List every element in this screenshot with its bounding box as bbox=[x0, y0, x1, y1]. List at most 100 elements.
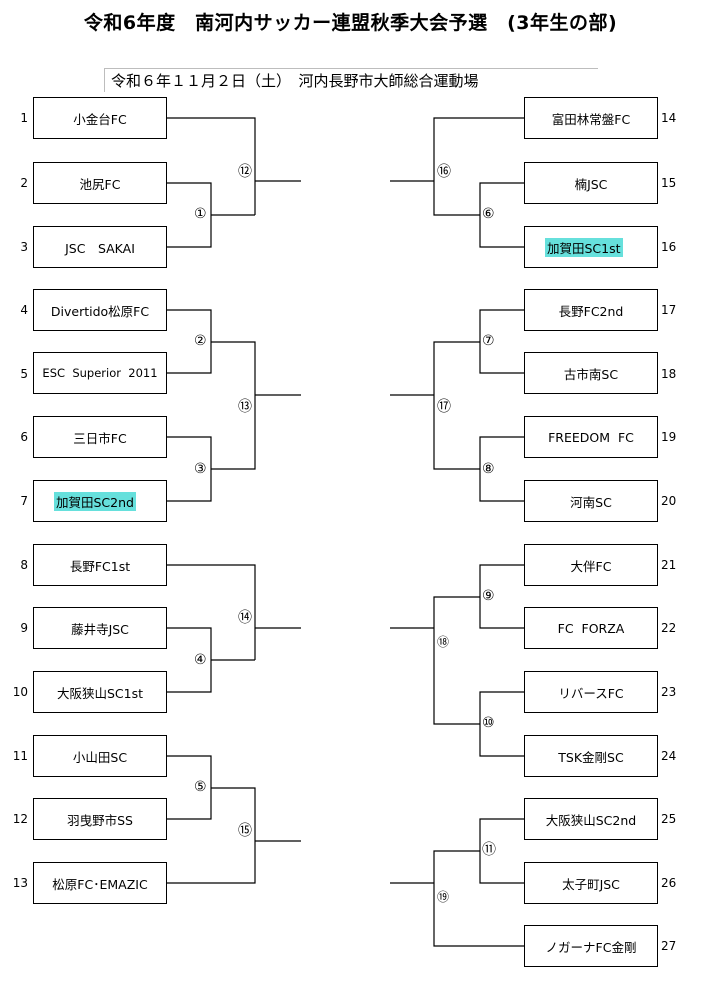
seed-number: 20 bbox=[661, 494, 677, 508]
team-name: 大阪狭山SC2nd bbox=[545, 812, 637, 828]
team-name: 池尻FC bbox=[79, 176, 121, 192]
team-name: 長野FC1st bbox=[69, 558, 131, 574]
match-number: ⑩ bbox=[482, 715, 495, 731]
match-number: ④ bbox=[194, 652, 207, 668]
match-number: ⑬ bbox=[238, 399, 252, 415]
team-box: FC FORZA bbox=[524, 607, 658, 649]
team-name: 富田林常盤FC bbox=[551, 111, 631, 127]
team-box: 三日市FC bbox=[33, 416, 167, 458]
match-number: ⑰ bbox=[437, 399, 451, 415]
seed-number: 7 bbox=[20, 494, 28, 508]
team-box: FREEDOM FC bbox=[524, 416, 658, 458]
event-date-venue: 令和６年１１月２日（土） 河内長野市大師総合運動場 bbox=[104, 68, 598, 92]
seed-number: 23 bbox=[661, 685, 677, 699]
team-box: TSK金剛SC bbox=[524, 735, 658, 777]
team-name: 大阪狭山SC1st bbox=[56, 685, 144, 701]
match-number: ⑦ bbox=[482, 333, 495, 349]
team-box: 富田林常盤FC bbox=[524, 97, 658, 139]
seed-number: 22 bbox=[661, 621, 677, 635]
seed-number: 10 bbox=[12, 685, 28, 699]
seed-number: 21 bbox=[661, 558, 677, 572]
team-name: リバースFC bbox=[558, 685, 624, 701]
seed-number: 9 bbox=[20, 621, 28, 635]
seed-number: 2 bbox=[20, 176, 28, 190]
page-title: 令和6年度 南河内サッカー連盟秋季大会予選 (3年生の部) bbox=[83, 12, 618, 34]
team-box: 池尻FC bbox=[33, 162, 167, 204]
seed-number: 11 bbox=[12, 749, 28, 763]
team-name: FREEDOM FC bbox=[548, 429, 634, 445]
team-name: 古市南SC bbox=[563, 366, 619, 382]
team-box: 長野FC2nd bbox=[524, 289, 658, 331]
match-number: ⑲ bbox=[437, 890, 450, 904]
team-box: 羽曳野市SS bbox=[33, 798, 167, 840]
seed-number: 13 bbox=[12, 876, 28, 890]
match-number: ⑱ bbox=[437, 635, 450, 649]
seed-number: 1 bbox=[20, 111, 28, 125]
team-box: 小金台FC bbox=[33, 97, 167, 139]
team-name: 小山田SC bbox=[72, 749, 128, 765]
team-name: FC FORZA bbox=[557, 620, 625, 636]
seed-number: 27 bbox=[661, 939, 677, 953]
match-number: ② bbox=[194, 333, 207, 349]
seed-number: 5 bbox=[20, 367, 28, 381]
team-name: Divertido松原FC bbox=[50, 303, 150, 319]
team-box: 松原FC･EMAZIC bbox=[33, 862, 167, 904]
team-name: 三日市FC bbox=[73, 430, 127, 446]
match-number: ⑤ bbox=[194, 779, 207, 795]
team-box: 楠JSC bbox=[524, 162, 658, 204]
match-number: ⑥ bbox=[482, 206, 495, 222]
seed-number: 4 bbox=[20, 303, 28, 317]
match-number: ⑫ bbox=[238, 164, 252, 180]
team-name: 藤井寺JSC bbox=[71, 621, 129, 637]
team-name: TSK金剛SC bbox=[558, 749, 624, 765]
match-number: ⑧ bbox=[482, 461, 495, 477]
match-number: ⑪ bbox=[482, 842, 496, 858]
team-box: 長野FC1st bbox=[33, 544, 167, 586]
team-name: 羽曳野市SS bbox=[67, 812, 133, 828]
team-box: ESC Superior 2011 bbox=[33, 352, 167, 394]
seed-number: 24 bbox=[661, 749, 677, 763]
team-box: ノガーナFC金剛 bbox=[524, 925, 658, 967]
team-name-highlighted: 加賀田SC1st bbox=[545, 237, 623, 257]
team-box: 古市南SC bbox=[524, 352, 658, 394]
team-name: 小金台FC bbox=[73, 111, 127, 127]
team-box: 太子町JSC bbox=[524, 862, 658, 904]
team-name: 松原FC･EMAZIC bbox=[52, 876, 148, 892]
team-name: ESC Superior 2011 bbox=[42, 366, 158, 380]
team-box: 加賀田SC2nd bbox=[33, 480, 167, 522]
team-box: 大阪狭山SC2nd bbox=[524, 798, 658, 840]
seed-number: 14 bbox=[661, 111, 677, 125]
seed-number: 12 bbox=[12, 812, 28, 826]
seed-number: 19 bbox=[661, 430, 677, 444]
team-box: 小山田SC bbox=[33, 735, 167, 777]
match-number: ⑯ bbox=[437, 164, 451, 180]
match-number: ⑨ bbox=[482, 588, 495, 604]
team-box: Divertido松原FC bbox=[33, 289, 167, 331]
seed-number: 26 bbox=[661, 876, 677, 890]
seed-number: 16 bbox=[661, 240, 677, 254]
seed-number: 25 bbox=[661, 812, 677, 826]
match-number: ③ bbox=[194, 461, 207, 477]
seed-number: 8 bbox=[20, 558, 28, 572]
team-box: JSC SAKAI bbox=[33, 226, 167, 268]
team-name: 太子町JSC bbox=[562, 876, 620, 892]
team-name: 楠JSC bbox=[574, 176, 608, 192]
team-box: リバースFC bbox=[524, 671, 658, 713]
team-box: 加賀田SC1st bbox=[524, 226, 658, 268]
team-name: 長野FC2nd bbox=[558, 303, 624, 319]
team-box: 河南SC bbox=[524, 480, 658, 522]
team-name: ノガーナFC金剛 bbox=[545, 939, 637, 955]
team-name: 河南SC bbox=[570, 494, 612, 510]
seed-number: 18 bbox=[661, 367, 677, 381]
match-number: ① bbox=[194, 206, 207, 222]
match-number: ⑭ bbox=[238, 610, 252, 626]
seed-number: 15 bbox=[661, 176, 677, 190]
seed-number: 6 bbox=[20, 430, 28, 444]
match-number: ⑮ bbox=[238, 823, 252, 839]
seed-number: 3 bbox=[20, 240, 28, 254]
team-box: 大伴FC bbox=[524, 544, 658, 586]
team-name-highlighted: 加賀田SC2nd bbox=[54, 491, 136, 511]
team-name: JSC SAKAI bbox=[65, 240, 135, 256]
seed-number: 17 bbox=[661, 303, 677, 317]
